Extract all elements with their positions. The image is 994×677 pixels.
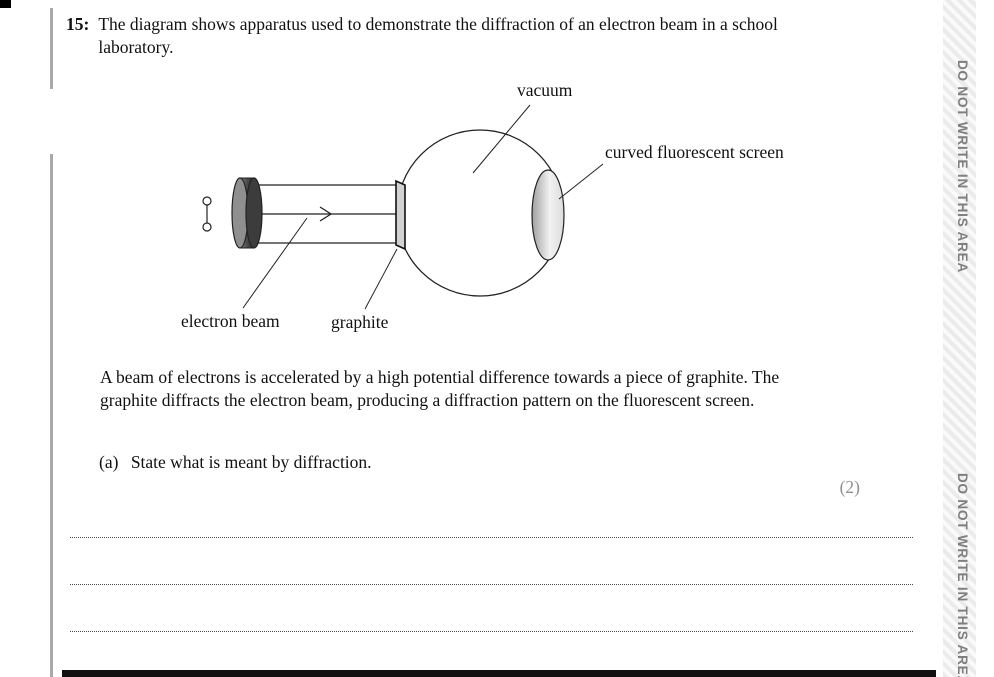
terminal-top-circle (202, 196, 212, 206)
apparatus-diagram-drawing (202, 104, 604, 310)
vacuum-leader-line (472, 104, 531, 174)
fluorescent-screen-label: curved fluorescent screen (605, 142, 784, 162)
screen-leader-line (558, 163, 604, 200)
left-margin-rule-bottom (50, 154, 53, 677)
answer-line (70, 584, 913, 585)
question-header: 15: The diagram shows apparatus used to … (66, 13, 836, 59)
question-number: 15: (66, 14, 90, 34)
electron-beam-label: electron beam (181, 311, 280, 331)
electron-beam-leader-line (242, 217, 308, 309)
graphite-leader-line (364, 248, 398, 310)
part-a-label: (a) (99, 452, 119, 472)
beam-arrowhead (319, 206, 333, 222)
question-body-paragraph: A beam of electrons is accelerated by a … (100, 367, 780, 410)
part-a-question: (a) State what is meant by diffraction. (99, 452, 799, 473)
answer-line (70, 537, 913, 538)
do-not-write-warning-bottom: DO NOT WRITE IN THIS AREA (955, 473, 970, 677)
do-not-write-band: DO NOT WRITE IN THIS AREA DO NOT WRITE I… (943, 0, 976, 677)
electron-gun-cap-right (245, 177, 263, 249)
page-corner-mark (0, 0, 11, 8)
part-a-text: State what is meant by diffraction. (130, 452, 372, 472)
graphite-label: graphite (331, 312, 389, 332)
marks-badge: (2) (839, 477, 860, 497)
answer-line (70, 631, 913, 632)
vacuum-label: vacuum (517, 80, 573, 100)
left-margin-rule-top (50, 8, 53, 89)
terminal-bottom-circle (202, 222, 212, 232)
page-footer-bar (62, 670, 936, 677)
apparatus-diagram: vacuum curved fluorescent screen electro… (60, 75, 890, 347)
graphite-target (395, 179, 406, 251)
do-not-write-warning-top: DO NOT WRITE IN THIS AREA (955, 60, 970, 273)
question-intro-text: The diagram shows apparatus used to demo… (98, 14, 778, 58)
fluorescent-screen-ellipse (531, 169, 565, 261)
